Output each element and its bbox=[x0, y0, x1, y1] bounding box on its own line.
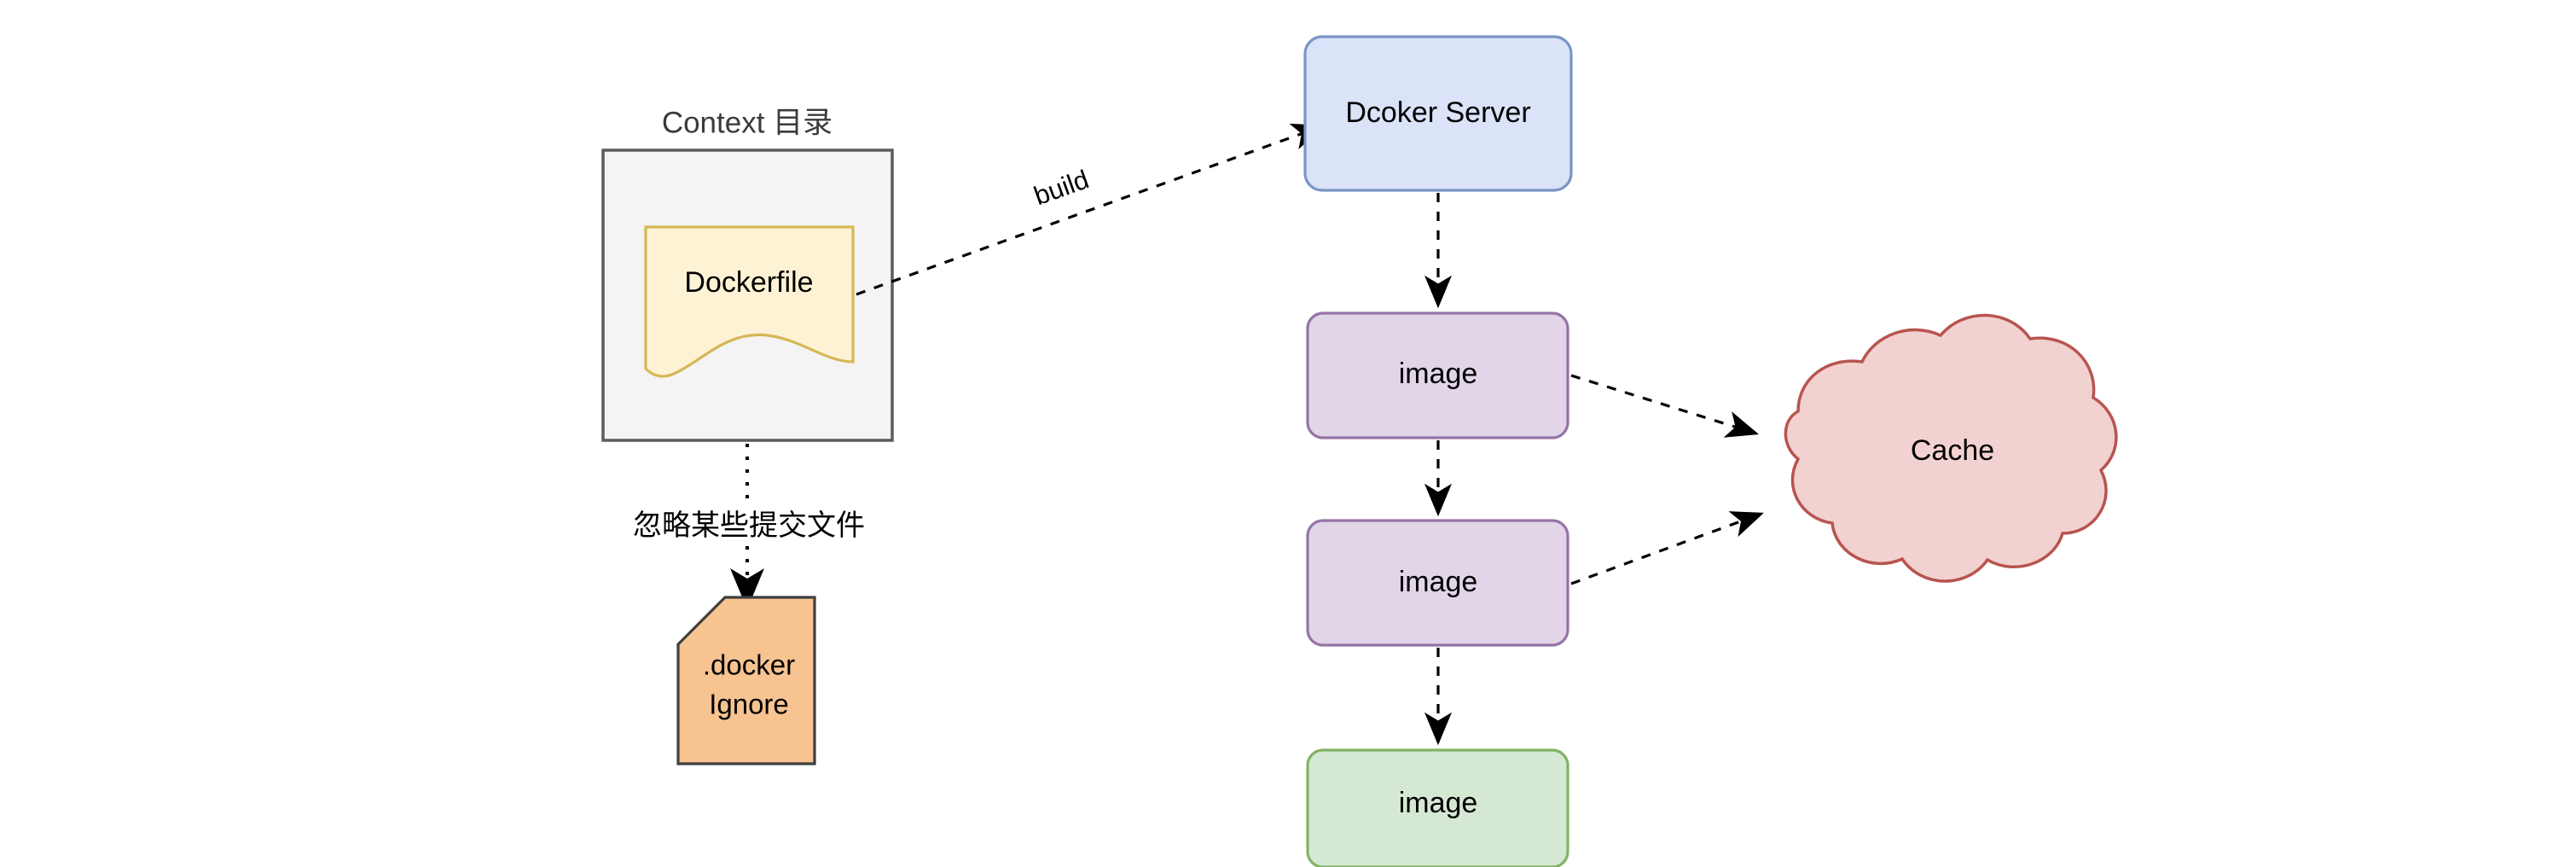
dockerfile-shape[interactable] bbox=[644, 225, 855, 378]
edge-image1-to-cache-line bbox=[1570, 374, 1760, 438]
docker-server-rect[interactable] bbox=[1303, 35, 1573, 192]
edge-image2-to-cache[interactable] bbox=[1570, 511, 1765, 585]
edge-ignore[interactable]: 忽略某些提交文件 bbox=[608, 444, 890, 609]
edge-ignore-label: 忽略某些提交文件 bbox=[633, 509, 865, 542]
dockerfile-label: Dockerfile bbox=[684, 266, 813, 299]
dockerignore-label-line1: .docker bbox=[703, 649, 795, 681]
image-node-3[interactable]: image bbox=[1306, 748, 1569, 867]
docker-server-label: Dcoker Server bbox=[1345, 96, 1530, 129]
image-node-3-rect[interactable] bbox=[1306, 748, 1569, 867]
edge-build-label: build bbox=[1030, 164, 1092, 211]
image-node-1-label: image bbox=[1399, 358, 1478, 390]
cache-node[interactable]: Cache bbox=[1784, 313, 2118, 583]
image-node-2-rect[interactable] bbox=[1306, 519, 1569, 647]
dockerfile-node[interactable]: Dockerfile bbox=[644, 225, 855, 378]
dockerignore-shape[interactable] bbox=[676, 596, 816, 765]
edge-build-line bbox=[856, 123, 1326, 296]
image-node-2[interactable]: image bbox=[1306, 519, 1569, 647]
edge-image1-to-cache[interactable] bbox=[1570, 374, 1760, 438]
image-node-1[interactable]: image bbox=[1306, 311, 1569, 439]
dockerignore-node[interactable]: .docker Ignore bbox=[676, 596, 816, 765]
edge-image2-to-cache-line bbox=[1570, 511, 1765, 585]
cache-label: Cache bbox=[1911, 434, 1994, 467]
image-node-2-label: image bbox=[1399, 566, 1478, 598]
edge-build[interactable]: build bbox=[856, 123, 1326, 296]
dockerignore-label-line2: Ignore bbox=[709, 689, 789, 720]
image-node-1-rect[interactable] bbox=[1306, 311, 1569, 439]
docker-server-node[interactable]: Dcoker Server bbox=[1303, 35, 1573, 192]
cache-cloud-shape[interactable] bbox=[1784, 313, 2118, 583]
image-node-3-label: image bbox=[1399, 787, 1478, 819]
context-group-label: Context 目录 bbox=[662, 106, 833, 139]
edge-ignore-label-backdrop bbox=[608, 508, 890, 545]
